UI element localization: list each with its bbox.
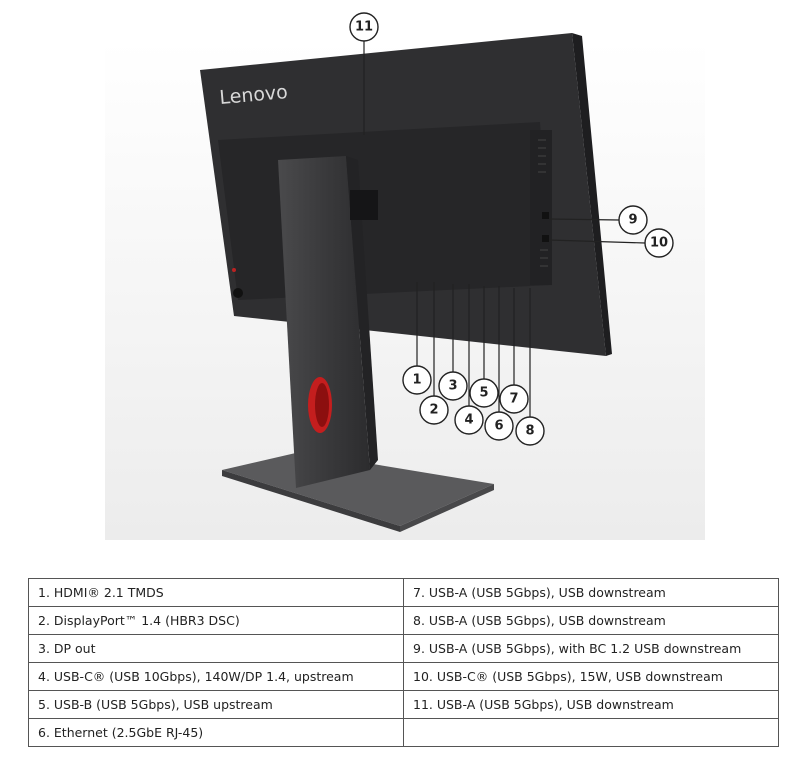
callout-3: 3 — [438, 371, 468, 401]
table-row: 4. USB-C® (USB 10Gbps), 140W/DP 1.4, ups… — [28, 662, 779, 691]
callout-label: 6 — [494, 419, 503, 434]
callout-7: 7 — [499, 384, 529, 414]
callout-8: 8 — [515, 416, 545, 446]
port-cell-right: 10. USB-C® (USB 5Gbps), 15W, USB downstr… — [403, 662, 779, 691]
port-cell-left: 4. USB-C® (USB 10Gbps), 140W/DP 1.4, ups… — [28, 662, 404, 691]
callout-circle — [499, 384, 529, 414]
port-cell-right: 9. USB-A (USB 5Gbps), with BC 1.2 USB do… — [403, 634, 779, 663]
callout-label: 9 — [628, 213, 637, 228]
callout-label: 2 — [429, 403, 438, 418]
port-cell-left: 2. DisplayPort™ 1.4 (HBR3 DSC) — [28, 606, 404, 635]
port-cell-left: 3. DP out — [28, 634, 404, 663]
callout-circle — [419, 395, 449, 425]
port-cell-right: 8. USB-A (USB 5Gbps), USB downstream — [403, 606, 779, 635]
port-cell-right — [403, 718, 779, 747]
callout-label: 1 — [412, 373, 421, 388]
callout-label: 10 — [650, 236, 668, 251]
table-row: 2. DisplayPort™ 1.4 (HBR3 DSC)8. USB-A (… — [28, 606, 779, 635]
callout-circle — [402, 365, 432, 395]
callout-1: 1 — [402, 365, 432, 395]
port-cell-right: 11. USB-A (USB 5Gbps), USB downstream — [403, 690, 779, 719]
callout-circle — [349, 12, 379, 42]
callout-circle — [515, 416, 545, 446]
callout-4: 4 — [454, 405, 484, 435]
callout-label: 8 — [525, 424, 534, 439]
port-cell-left: 1. HDMI® 2.1 TMDS — [28, 578, 404, 607]
callout-6: 6 — [484, 411, 514, 441]
stand-base — [222, 452, 494, 526]
callout-circle — [438, 371, 468, 401]
callout-9: 9 — [618, 205, 648, 235]
callout-10: 10 — [644, 228, 674, 258]
callout-circle — [618, 205, 648, 235]
port-cell-left: 5. USB-B (USB 5Gbps), USB upstream — [28, 690, 404, 719]
callout-label: 11 — [355, 20, 373, 35]
port-cell-left: 6. Ethernet (2.5GbE RJ-45) — [28, 718, 404, 747]
stand-neck — [278, 156, 370, 488]
rear-housing — [218, 122, 552, 300]
callout-label: 5 — [479, 386, 488, 401]
callout-label: 4 — [464, 413, 473, 428]
leader-lines — [363, 41, 646, 417]
callout-label: 3 — [448, 379, 457, 394]
callout-11: 11 — [349, 12, 379, 42]
port-cell-right: 7. USB-A (USB 5Gbps), USB downstream — [403, 578, 779, 607]
callout-circle — [644, 228, 674, 258]
callout-circle — [484, 411, 514, 441]
callout-2: 2 — [419, 395, 449, 425]
callout-circle — [469, 378, 499, 408]
callout-label: 7 — [509, 392, 518, 407]
callout-5: 5 — [469, 378, 499, 408]
callout-circle — [454, 405, 484, 435]
table-row: 6. Ethernet (2.5GbE RJ-45) — [28, 718, 779, 747]
